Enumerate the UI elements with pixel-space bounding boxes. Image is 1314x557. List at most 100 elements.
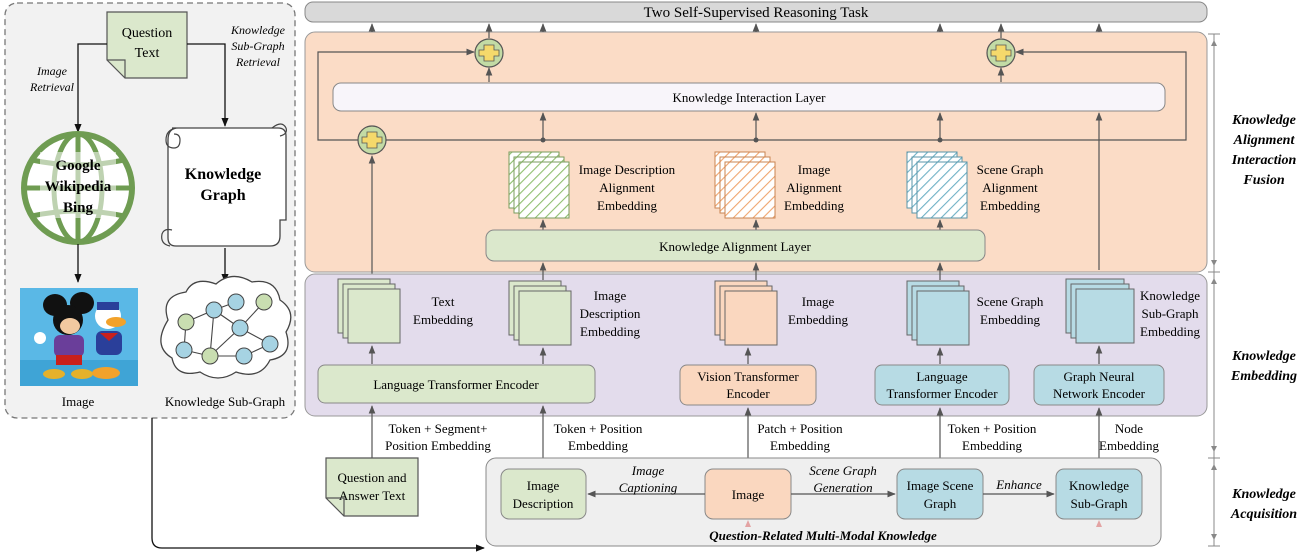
acquisition-caption: Question-Related Multi-Modal Knowledge: [709, 528, 937, 543]
kg-emb-2: Sub-Graph: [1141, 306, 1199, 321]
input-token-segment-1: Token + Segment+: [389, 421, 488, 436]
lang-encoder2-1: Language: [916, 369, 967, 384]
plus-icon: [474, 38, 504, 68]
kg-emb-1: Knowledge: [1140, 288, 1200, 303]
image-embedding-stack: [714, 280, 778, 346]
image-description-alignment-embedding: [508, 151, 570, 219]
image-retrieval-label-1: Image: [36, 64, 68, 78]
image-emb-1: Image: [802, 294, 835, 309]
text-emb-2: Embedding: [413, 312, 473, 327]
interaction-layer-label: Knowledge Interaction Layer: [672, 90, 826, 105]
image-description-2: Description: [513, 496, 574, 511]
question-text-line2: Text: [135, 46, 160, 61]
knowledge-graph-line1: Knowledge: [185, 166, 261, 183]
image-scene-graph-2: Graph: [924, 496, 957, 511]
engine-google: Google: [56, 158, 101, 174]
input-token-position-1: Token + Position: [554, 421, 643, 436]
kg-embedding-stack: [1065, 278, 1135, 344]
enhance-label: Enhance: [995, 477, 1042, 492]
image-description-box: [500, 468, 587, 520]
image-description-embedding-stack: [508, 280, 572, 346]
input-node-2: Embedding: [1099, 438, 1159, 453]
graph-neural-network-encoder: [1033, 364, 1165, 406]
image-desc-emb-3: Embedding: [580, 324, 640, 339]
side-alignment-1: Knowledge: [1231, 113, 1296, 128]
engine-bing: Bing: [63, 200, 94, 216]
side-alignment-2: Alignment: [1233, 133, 1296, 148]
alignment-layer-label: Knowledge Alignment Layer: [659, 239, 811, 254]
image-scene-graph-1: Image Scene: [907, 478, 974, 493]
image-scene-graph-box: [896, 468, 984, 520]
plus-icon: [986, 38, 1016, 68]
subgraph-cloud: [160, 275, 292, 379]
engine-wikipedia: Wikipedia: [45, 179, 112, 195]
emb-image-desc-2: Alignment: [599, 180, 655, 195]
scene-graph-embedding-stack: [906, 280, 970, 346]
emb-scene-2: Alignment: [982, 180, 1038, 195]
knowledge-alignment-layer: [485, 229, 986, 262]
image-box-label: Image: [732, 487, 765, 502]
globe-icon: Google Wikipedia Bing: [21, 131, 135, 245]
qa-text-box: Question and Answer Text: [325, 457, 419, 517]
scene-emb-2: Embedding: [980, 312, 1040, 327]
captioning-2: Captioning: [619, 480, 678, 495]
input-node-1: Node: [1115, 421, 1143, 436]
qa-text-1: Question and: [338, 470, 407, 485]
question-text-line1: Question: [122, 26, 173, 41]
knowledge-interaction-layer: [332, 82, 1166, 112]
scene-gen-2: Generation: [813, 480, 872, 495]
scene-graph-alignment-embedding: [906, 151, 968, 219]
side-embedding-1: Knowledge: [1231, 349, 1296, 364]
subgraph-label: Knowledge Sub-Graph: [165, 394, 286, 409]
image-desc-emb-1: Image: [594, 288, 627, 303]
side-alignment-3: Interaction: [1231, 153, 1297, 168]
image-description-1: Image: [527, 478, 560, 493]
side-acquisition-2: Acquisition: [1230, 507, 1297, 522]
knowledge-subgraph-1: Knowledge: [1069, 478, 1129, 493]
image-alignment-embedding: [714, 151, 776, 219]
acquisition-panel: [485, 457, 1162, 547]
task-bar: [304, 1, 1208, 23]
knowledge-subgraph-2: Sub-Graph: [1070, 496, 1128, 511]
captioning-1: Image: [631, 463, 665, 478]
qa-text-2: Answer Text: [339, 488, 406, 503]
kg-retrieval-arrow: [187, 43, 229, 127]
gnn-encoder-2: Network Encoder: [1053, 386, 1146, 401]
image-retrieval-arrow: [74, 43, 107, 133]
language-transformer-encoder-2: [874, 364, 1010, 406]
loop-left: [317, 48, 475, 141]
side-acquisition-1: Knowledge: [1231, 487, 1296, 502]
image-emb-2: Embedding: [788, 312, 848, 327]
emb-image-desc-3: Embedding: [597, 198, 657, 213]
side-embedding-2: Embedding: [1230, 369, 1297, 384]
knowledge-subgraph-box: [1055, 468, 1143, 520]
vit-encoder-2: Encoder: [726, 386, 770, 401]
image-desc-emb-2: Description: [580, 306, 641, 321]
scene-emb-1: Scene Graph: [977, 294, 1044, 309]
image-label: Image: [62, 394, 95, 409]
image-retrieval-label-2: Retrieval: [29, 80, 75, 94]
loop-right: [372, 48, 1187, 141]
kg-emb-3: Embedding: [1140, 324, 1200, 339]
input-token-position-2: Embedding: [568, 438, 628, 453]
knowledge-graph-scroll: Knowledge Graph: [161, 123, 287, 247]
emb-image-desc-1: Image Description: [579, 162, 676, 177]
kg-retrieval-label-2: Sub-Graph: [231, 39, 284, 53]
emb-image-1: Image: [798, 162, 831, 177]
task-title: Two Self-Supervised Reasoning Task: [644, 5, 869, 21]
input-patch-position-1: Patch + Position: [757, 421, 843, 436]
lang-encoder-label: Language Transformer Encoder: [373, 377, 539, 392]
retrieval-to-acquisition-arrow: [151, 418, 485, 552]
input-patch-position-2: Embedding: [770, 438, 830, 453]
lang-encoder2-2: Transformer Encoder: [886, 386, 998, 401]
text-emb-1: Text: [432, 294, 455, 309]
input-token-segment-2: Position Embedding: [385, 438, 491, 453]
emb-image-3: Embedding: [784, 198, 844, 213]
section-brackets: [1208, 33, 1220, 547]
knowledge-graph-line2: Graph: [200, 187, 245, 204]
language-transformer-encoder: [317, 364, 596, 404]
kg-retrieval-label-1: Knowledge: [230, 23, 286, 37]
side-alignment-4: Fusion: [1242, 173, 1284, 188]
